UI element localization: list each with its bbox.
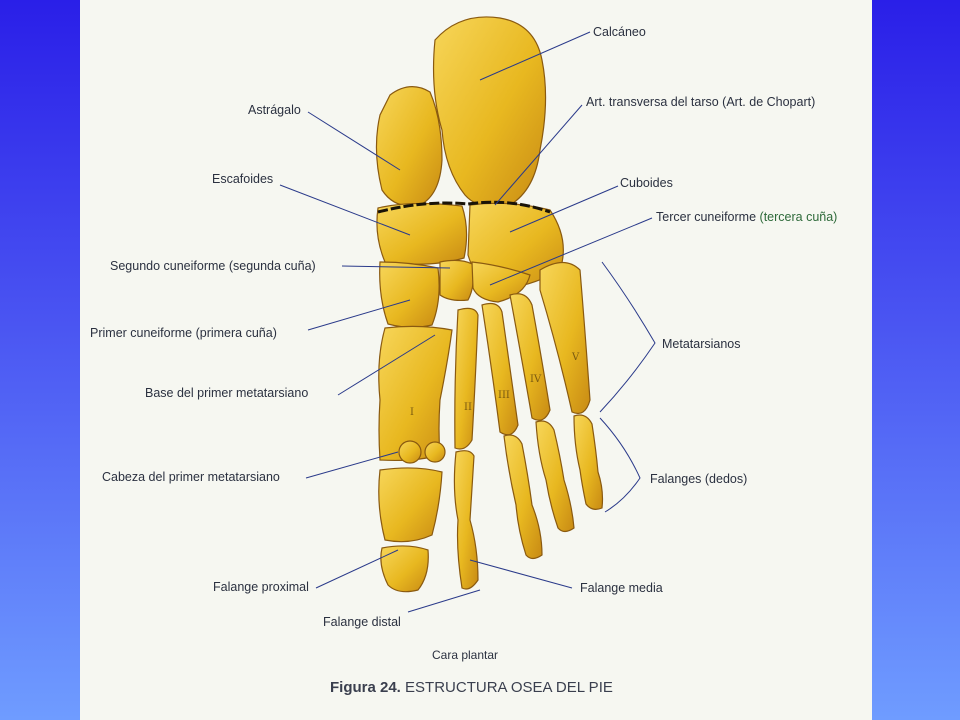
fifth-metatarsal-bone [539,261,591,415]
numeral-i: I [410,407,414,418]
label-calcaneo: Calcáneo [593,25,646,39]
label-falange-proximal: Falange proximal [213,580,309,594]
fourth-toe-phalanges [535,420,575,533]
fourth-metatarsal-bone [509,293,551,421]
label-tercera-cuna: (tercera cuña) [759,210,838,224]
label-segundo-cuneiforme: Segundo cuneiforme (segunda cuña) [110,259,316,273]
label-falange-media: Falange media [580,581,663,595]
calcaneus-bone [432,16,547,208]
numeral-v: V [571,352,580,363]
label-primer-cuneiforme: Primer cuneiforme (primera cuña) [90,326,277,340]
sesamoid-bone-1 [398,440,422,464]
navicular-bone [376,202,468,265]
first-metatarsal-bone [378,325,453,462]
label-cuboides: Cuboides [620,176,673,190]
label-tercer-cuneiforme: Tercer cuneiforme (tercera cuña) [656,210,838,224]
label-metatarsianos: Metatarsianos [662,337,741,351]
label-chopart: Art. transversa del tarso (Art. de Chopa… [586,95,816,109]
first-proximal-phalanx-bone [378,467,443,543]
first-cuneiform-bone [379,261,440,328]
second-cuneiform-bone [439,259,474,302]
figure-title: ESTRUCTURA OSEA DEL PIE [405,679,613,696]
third-toe-phalanges [503,434,543,560]
talus-bone [375,86,443,207]
chopart-joint-line [377,200,551,214]
label-cabeza-primer-metatarsiano: Cabeza del primer metatarsiano [102,470,280,484]
sesamoid-bone-2 [424,441,446,463]
numeral-iv: IV [530,374,542,385]
figure-panel: I II III IV V Calcáneo Art. transversa d… [80,0,872,720]
label-escafoides: Escafoides [212,172,274,186]
first-distal-phalanx-bone [380,545,429,593]
label-falange-distal: Falange distal [323,615,401,629]
leader-lines [279,31,656,613]
label-falanges: Falanges (dedos) [650,472,748,486]
label-astragalo: Astrágalo [248,103,301,117]
figure-caption: Figura 24. ESTRUCTURA OSEA DEL PIE [330,679,613,696]
third-metatarsal-bone [481,302,519,436]
numeral-iii: III [498,390,510,401]
second-toe-phalanges [453,450,479,590]
second-metatarsal-bone [454,307,479,450]
label-base-primer-metatarsiano: Base del primer metatarsiano [145,386,309,400]
view-label: Cara plantar [432,648,499,662]
fifth-toe-phalanges [573,414,604,510]
figure-number: Figura 24. [330,679,401,696]
foot-skeleton-illustration: I II III IV V [279,16,656,613]
numeral-ii: II [464,402,472,413]
